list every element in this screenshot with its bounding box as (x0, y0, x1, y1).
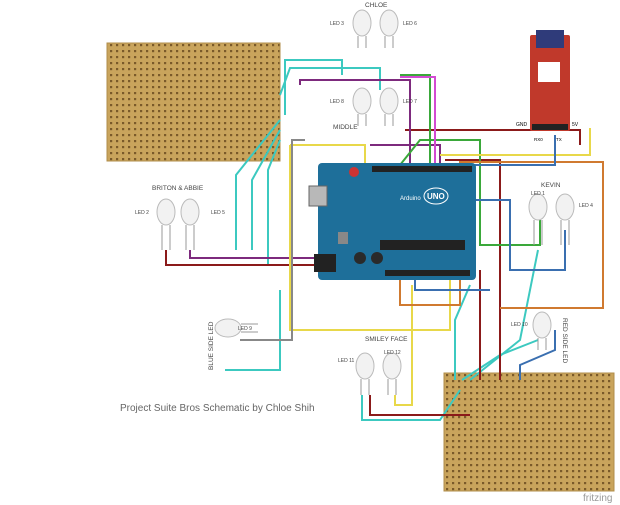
wires (165, 59, 604, 421)
perfboard-bottom-right (443, 372, 615, 492)
bt-chip (538, 62, 560, 82)
bt-rx-label: RX0 (534, 137, 543, 142)
led-9 (214, 318, 258, 338)
wire-darkred (445, 159, 501, 275)
wire-cyan (225, 290, 281, 371)
wire-cyan (251, 129, 281, 250)
header-top (372, 166, 472, 172)
capacitor-2 (371, 252, 383, 264)
led-1 (528, 193, 548, 245)
group-red-side: RED SIDE LED (561, 318, 568, 363)
led-6 (379, 9, 399, 48)
wire-blue (460, 199, 566, 271)
led-3 (352, 9, 372, 48)
led-7 (379, 87, 399, 126)
wire-yellow (394, 285, 413, 406)
fritzing-watermark: fritzing (583, 493, 612, 504)
group-kevin: KEVIN (541, 182, 561, 189)
bt-5v-label: 5V (572, 122, 579, 128)
group-middle: MIDDLE (333, 124, 358, 131)
header-bottom (385, 270, 470, 276)
led-7-label: LED 7 (403, 99, 417, 105)
wire-yellow (289, 145, 451, 331)
wire-purple (299, 79, 411, 170)
wire-cyan (361, 389, 461, 421)
crystal (338, 232, 348, 244)
wire-green (400, 74, 431, 170)
wire-gray (240, 139, 305, 341)
led-labels: LED 3 LED 6 LED 8 LED 7 LED 2 LED 5 LED … (135, 21, 593, 364)
bt-antenna-board (536, 30, 564, 48)
led-2 (156, 198, 176, 250)
usb-port (308, 185, 328, 207)
led-5-label: LED 5 (211, 210, 225, 216)
wire-cyan (267, 139, 281, 265)
bluetooth-module: HC05 Bluetooth Module GND 5V RX0 TX (516, 30, 579, 142)
group-smiley-face: SMILEY FACE (365, 336, 408, 343)
wire-cyan (454, 284, 471, 380)
perfboard-top-left (106, 42, 281, 162)
led-10 (532, 311, 552, 350)
led-12 (382, 352, 402, 395)
wire-yellow (290, 144, 366, 165)
wire-purple (189, 250, 330, 259)
led-5 (180, 198, 200, 250)
led-9-label: LED 9 (238, 326, 252, 332)
capacitor-1 (354, 252, 366, 264)
group-labels: CHLOE MIDDLE BRITON & ABBIE KEVIN SMILEY… (152, 2, 568, 370)
bt-tx-label: TX (556, 137, 562, 142)
bt-gnd-label: GND (516, 122, 528, 128)
group-briton-abbie: BRITON & ABBIE (152, 185, 204, 192)
schematic-title: Project Suite Bros Schematic by Chloe Sh… (120, 403, 315, 414)
arduino-board: Arduino UNO (308, 163, 476, 280)
led-4-label: LED 4 (579, 203, 593, 209)
wire-blue (519, 330, 556, 380)
wire-magenta (400, 76, 436, 170)
wire-cyan (235, 119, 281, 250)
wire-purple (370, 144, 441, 170)
led-1-label: LED 1 (531, 191, 545, 197)
chip (380, 240, 465, 250)
wire-orange (399, 161, 604, 309)
group-chloe: CHLOE (365, 2, 388, 9)
wire-cyan (469, 249, 539, 381)
led-11-label: LED 11 (338, 358, 355, 364)
uno-badge (423, 187, 449, 205)
led-11 (355, 352, 375, 395)
led-12-label: LED 12 (384, 350, 401, 356)
led-10-label: LED 10 (511, 322, 528, 328)
led-2-label: LED 2 (135, 210, 149, 216)
wire-darkred (165, 250, 320, 266)
bt-module-name: HC05 Bluetooth Module (523, 69, 529, 122)
led-8 (352, 87, 372, 126)
wire-yellow (440, 128, 591, 156)
arduino-model: UNO (427, 192, 445, 201)
led-3-label: LED 3 (330, 21, 344, 27)
bt-header (532, 124, 568, 130)
leds (156, 9, 575, 395)
group-blue-side: BLUE SIDE LED (208, 321, 215, 370)
power-jack (314, 254, 336, 272)
led-6-label: LED 6 (403, 21, 417, 27)
reset-button (349, 167, 359, 177)
wire-blue (455, 135, 556, 166)
wire-green (399, 139, 541, 246)
led-4 (555, 193, 575, 245)
led-8-label: LED 8 (330, 99, 344, 105)
wire-darkred (405, 129, 581, 145)
arduino-brand: Arduino (400, 196, 421, 202)
wire-darkred (369, 395, 470, 416)
